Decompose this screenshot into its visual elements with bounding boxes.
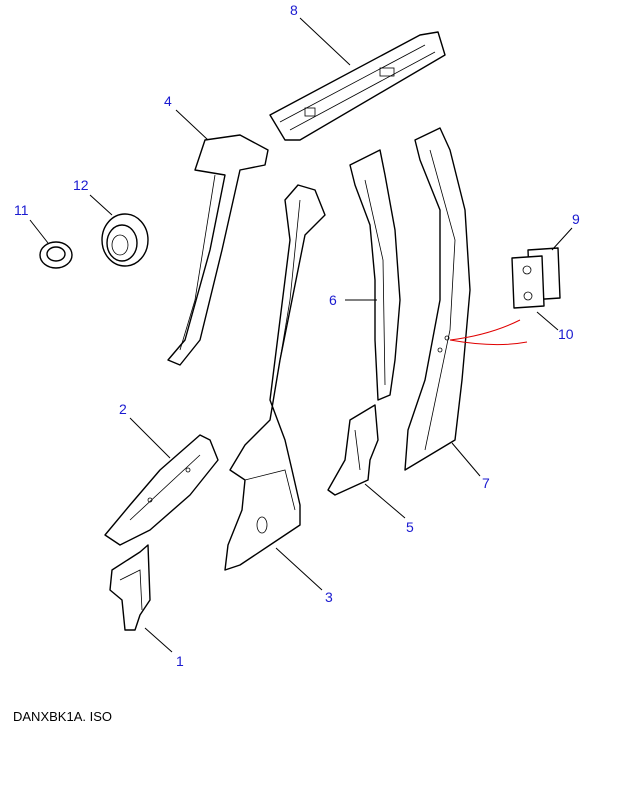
part-4 (167, 134, 269, 366)
callout-10: 10 (558, 326, 574, 342)
diagram-caption: DANXBK1A. ISO (13, 709, 112, 724)
callout-6: 6 (329, 292, 337, 308)
callout-12: 12 (73, 177, 89, 193)
part-12 (101, 213, 149, 267)
callout-3: 3 (325, 589, 333, 605)
callout-7: 7 (482, 475, 490, 491)
part-7 (404, 127, 471, 471)
callout-11: 11 (14, 202, 29, 218)
part-9-10 (511, 247, 561, 309)
part-5 (327, 404, 379, 496)
part-2 (104, 434, 219, 546)
callout-5: 5 (406, 519, 414, 535)
part-1 (109, 544, 151, 631)
callout-4: 4 (164, 93, 172, 109)
callout-9: 9 (572, 211, 580, 227)
callout-1: 1 (176, 653, 184, 669)
part-6 (349, 149, 401, 401)
part-3 (224, 184, 326, 571)
part-8 (269, 31, 446, 141)
callout-8: 8 (290, 2, 298, 18)
part-11 (39, 241, 73, 269)
callout-2: 2 (119, 401, 127, 417)
leader-lines (29, 17, 573, 653)
highlight-lines (449, 319, 528, 346)
